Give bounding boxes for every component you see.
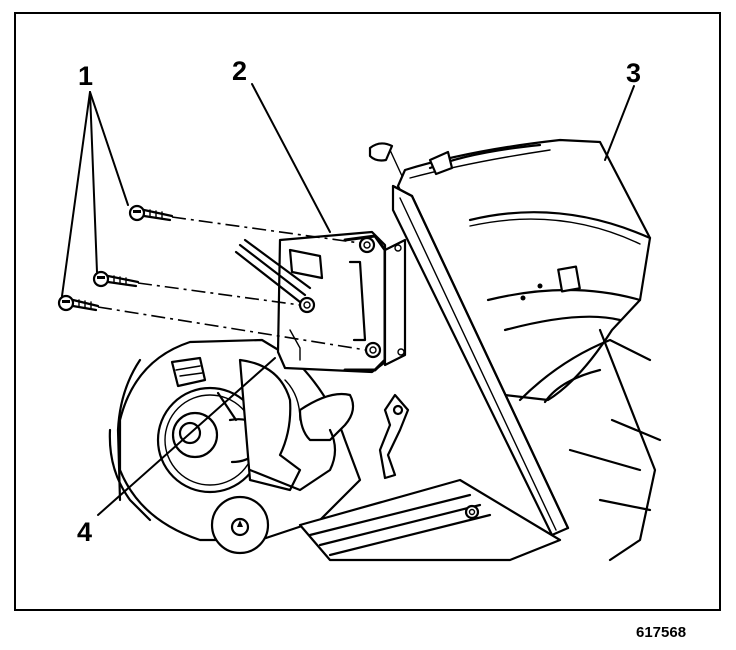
mounting-holes <box>298 236 405 359</box>
diagram-frame <box>14 12 721 611</box>
callout-4: 4 <box>77 517 92 547</box>
control-module <box>234 230 407 374</box>
figure-id: 617568 <box>636 624 686 641</box>
mounting-panel <box>378 184 570 537</box>
base-deck <box>298 478 562 562</box>
screw-middle <box>92 270 140 288</box>
callout-1: 1 <box>78 61 93 91</box>
callout-3: 3 <box>626 58 641 88</box>
blower-motor <box>108 338 362 555</box>
leader-lines <box>61 83 635 516</box>
screw-top <box>128 204 174 222</box>
callout-2: 2 <box>232 56 247 86</box>
alignment-lines <box>97 216 367 351</box>
blower-housing <box>368 138 662 562</box>
screw-bottom <box>57 294 100 312</box>
